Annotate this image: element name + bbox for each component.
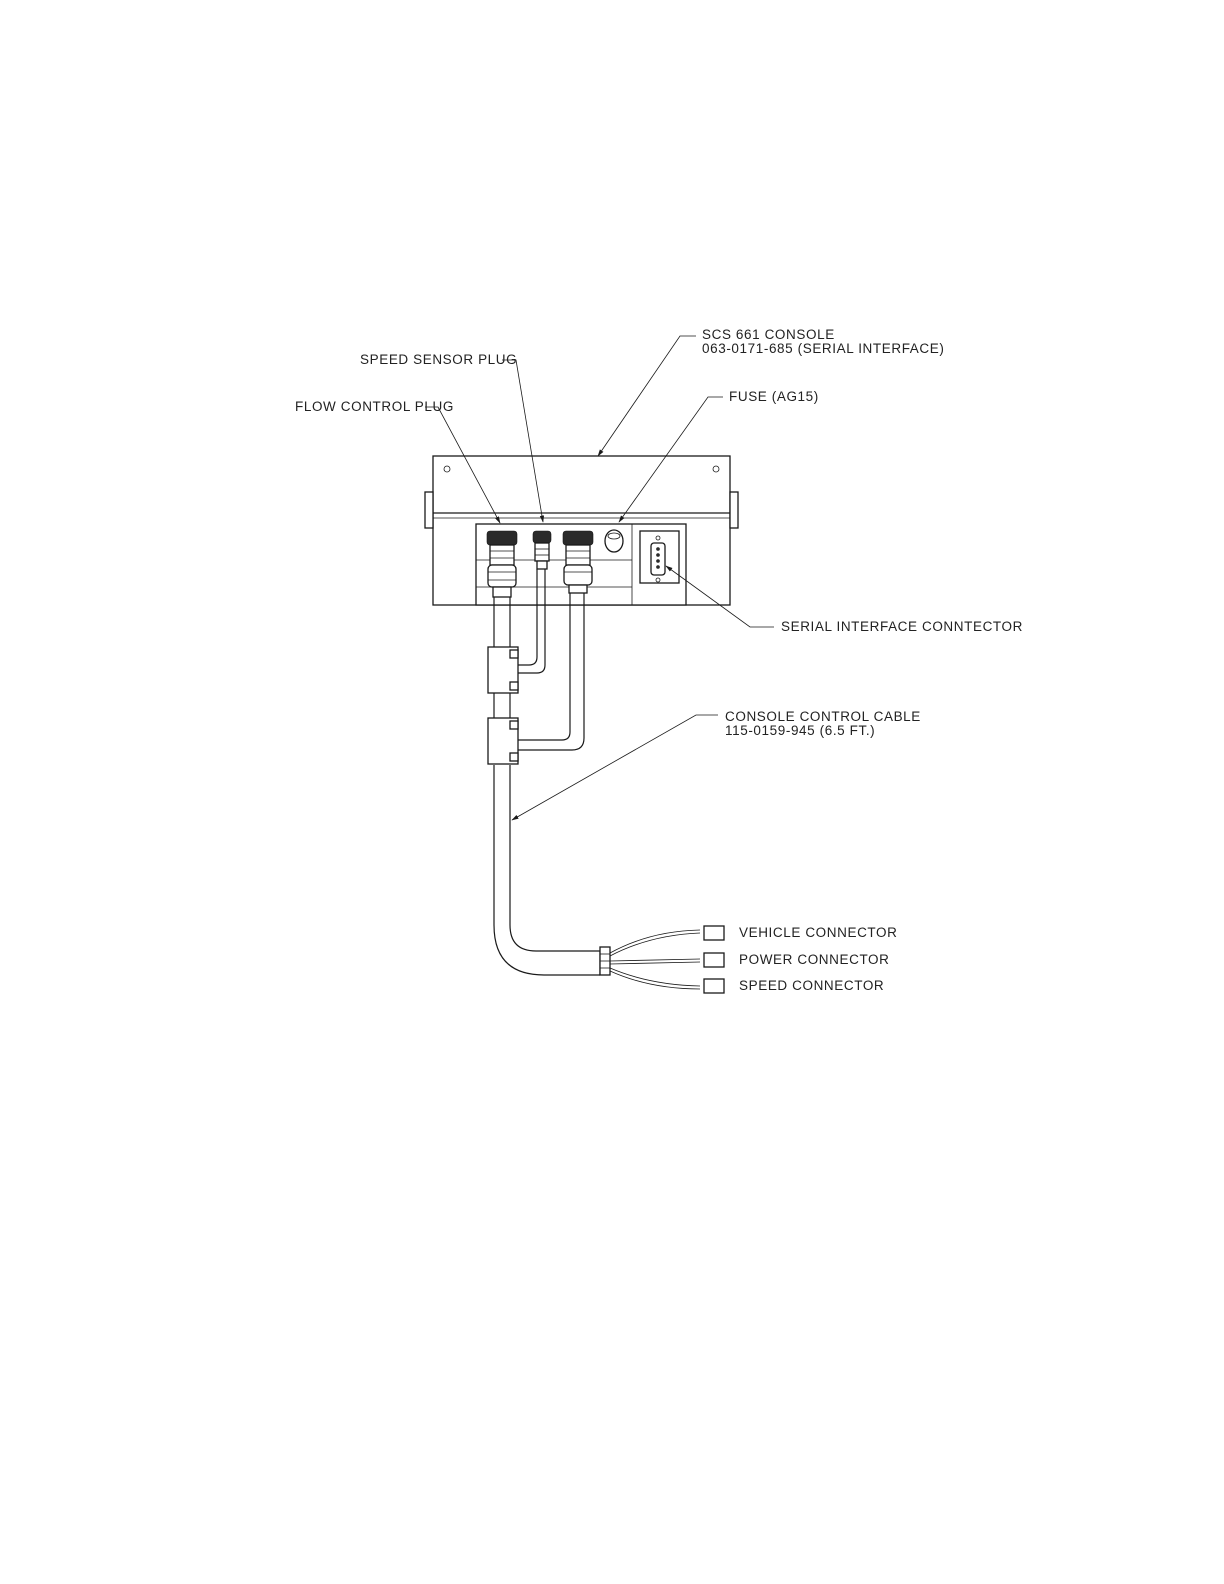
console-callout-line2: 063-0171-685 (SERIAL INTERFACE) [702,341,944,356]
flow-control-plug-callout: FLOW CONTROL PLUG [295,399,454,414]
vehicle-connector [704,926,724,940]
console-callout-line1: SCS 661 CONSOLE [702,327,835,342]
speed-sensor-plug-callout: SPEED SENSOR PLUG [360,352,517,367]
power-connector-label: POWER CONNECTOR [739,952,890,967]
control-cable-plug [563,531,593,593]
cable-callout-line2: 115-0159-945 (6.5 FT.) [725,723,875,738]
power-connector [704,953,724,967]
fuse-holder [605,530,623,552]
speed-connector [704,979,724,993]
vehicle-connector-label: VEHICLE CONNECTOR [739,925,897,940]
serial-interface-connector [640,531,679,583]
speed-connector-label: SPEED CONNECTOR [739,978,884,993]
flow-control-plug [487,531,517,597]
serial-interface-callout: SERIAL INTERFACE CONNTECTOR [781,619,1023,634]
console-control-cable [488,569,700,989]
fuse-callout: FUSE (AG15) [729,389,819,404]
cable-callout-line1: CONSOLE CONTROL CABLE [725,709,921,724]
